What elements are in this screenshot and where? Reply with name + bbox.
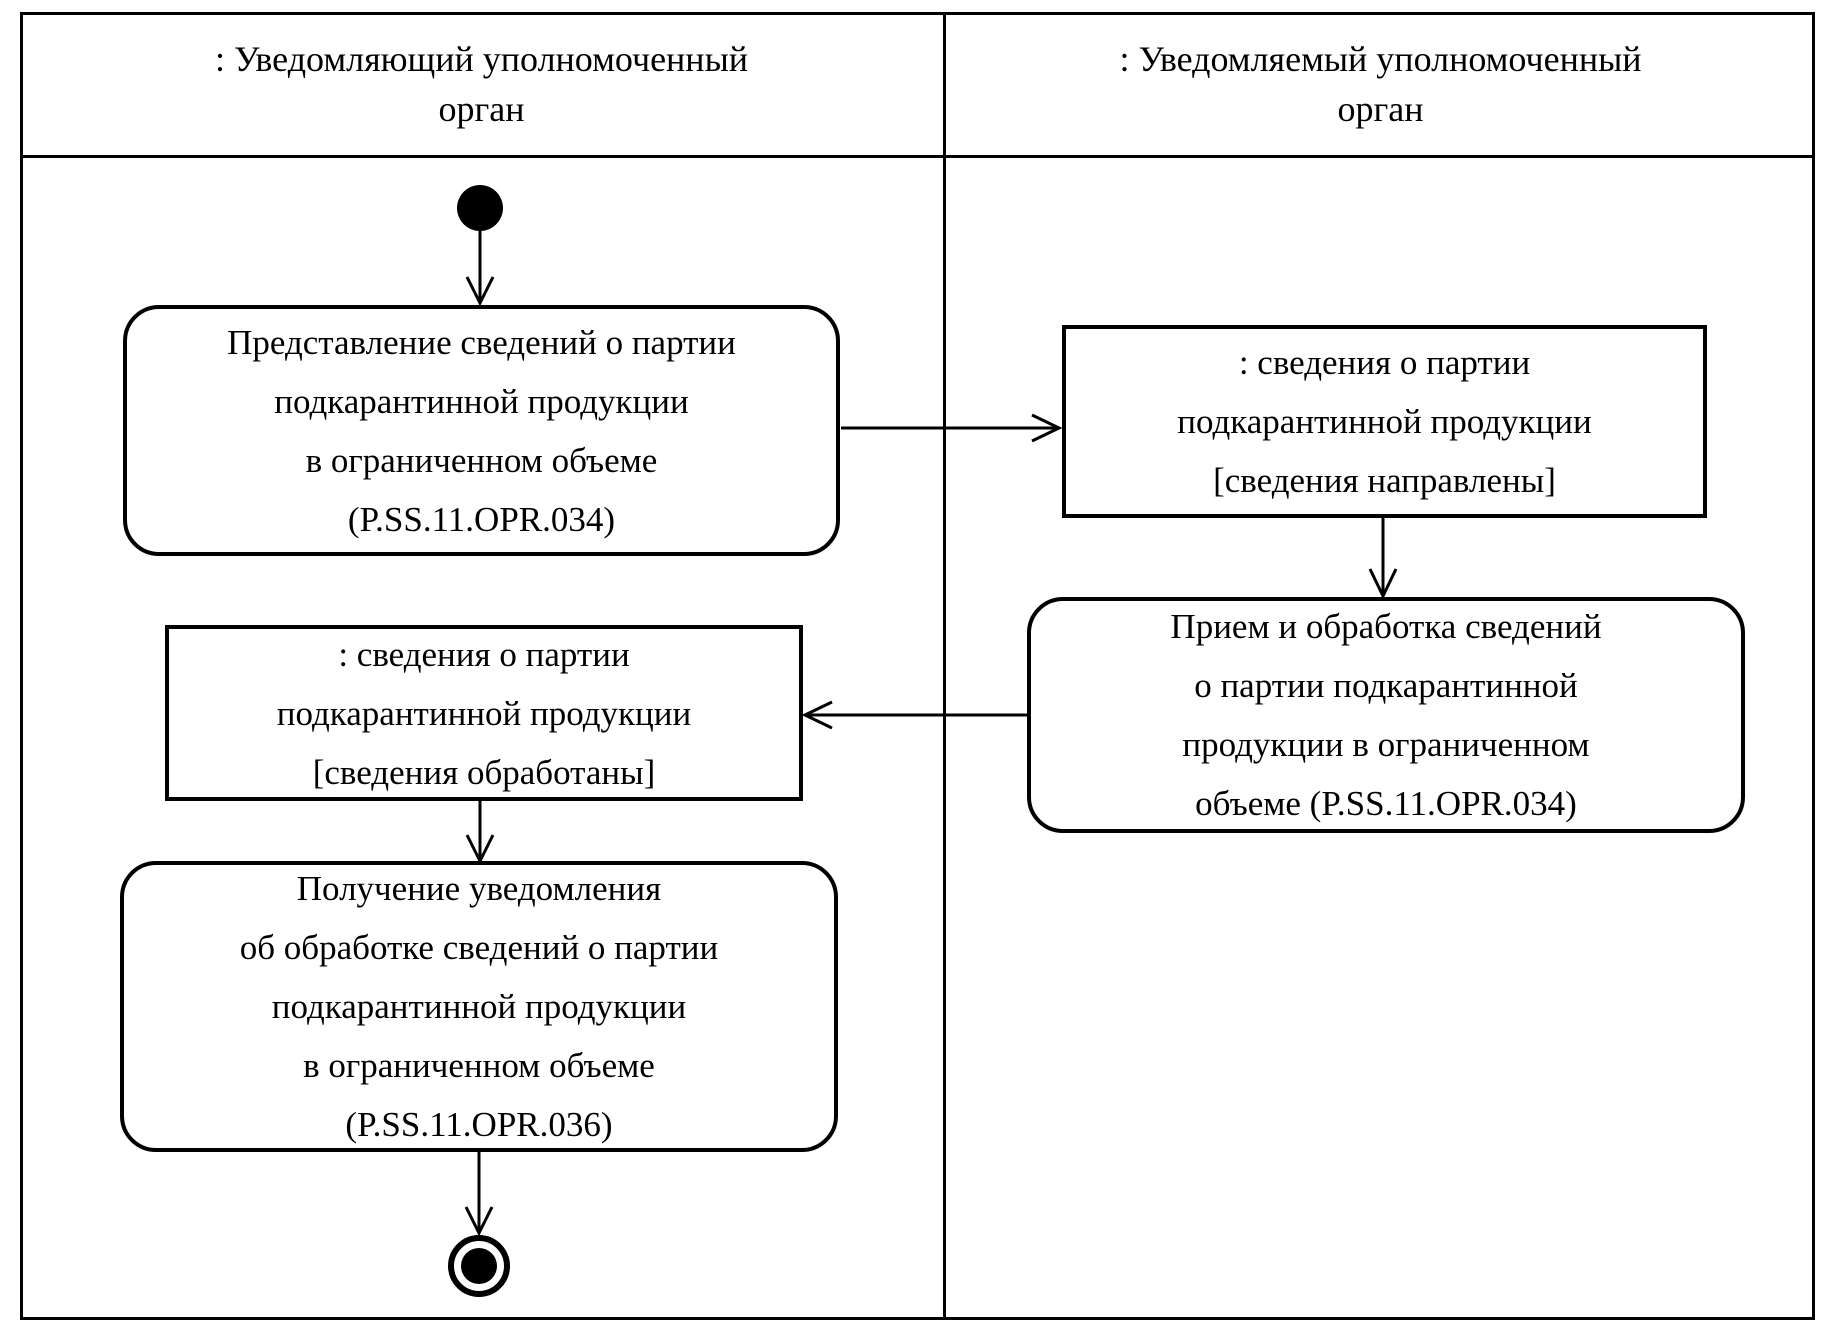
lane-header-separator [20,155,1815,158]
action-submit-quarantine-product-info: Представление сведений о партии подкаран… [123,305,840,556]
lane-header-notifying-body: : Уведомляющий уполномоченный орган [214,38,749,129]
action-receive-process-quarantine-product-info: Прием и обработка сведений о партии подк… [1027,597,1745,833]
final-node-core [461,1248,497,1284]
diagram-frame [20,12,1815,1320]
object-info-processed: : сведения о партии подкарантинной проду… [165,625,803,801]
action-receive-processing-notification: Получение уведомления об обработке сведе… [120,861,838,1152]
final-node [448,1235,510,1297]
lane-header-notified-body: : Уведомляемый уполномоченный орган [1119,38,1642,129]
swimlane-divider [943,12,946,1320]
initial-node [457,185,503,231]
object-info-sent: : сведения о партии подкарантинной проду… [1062,325,1707,518]
